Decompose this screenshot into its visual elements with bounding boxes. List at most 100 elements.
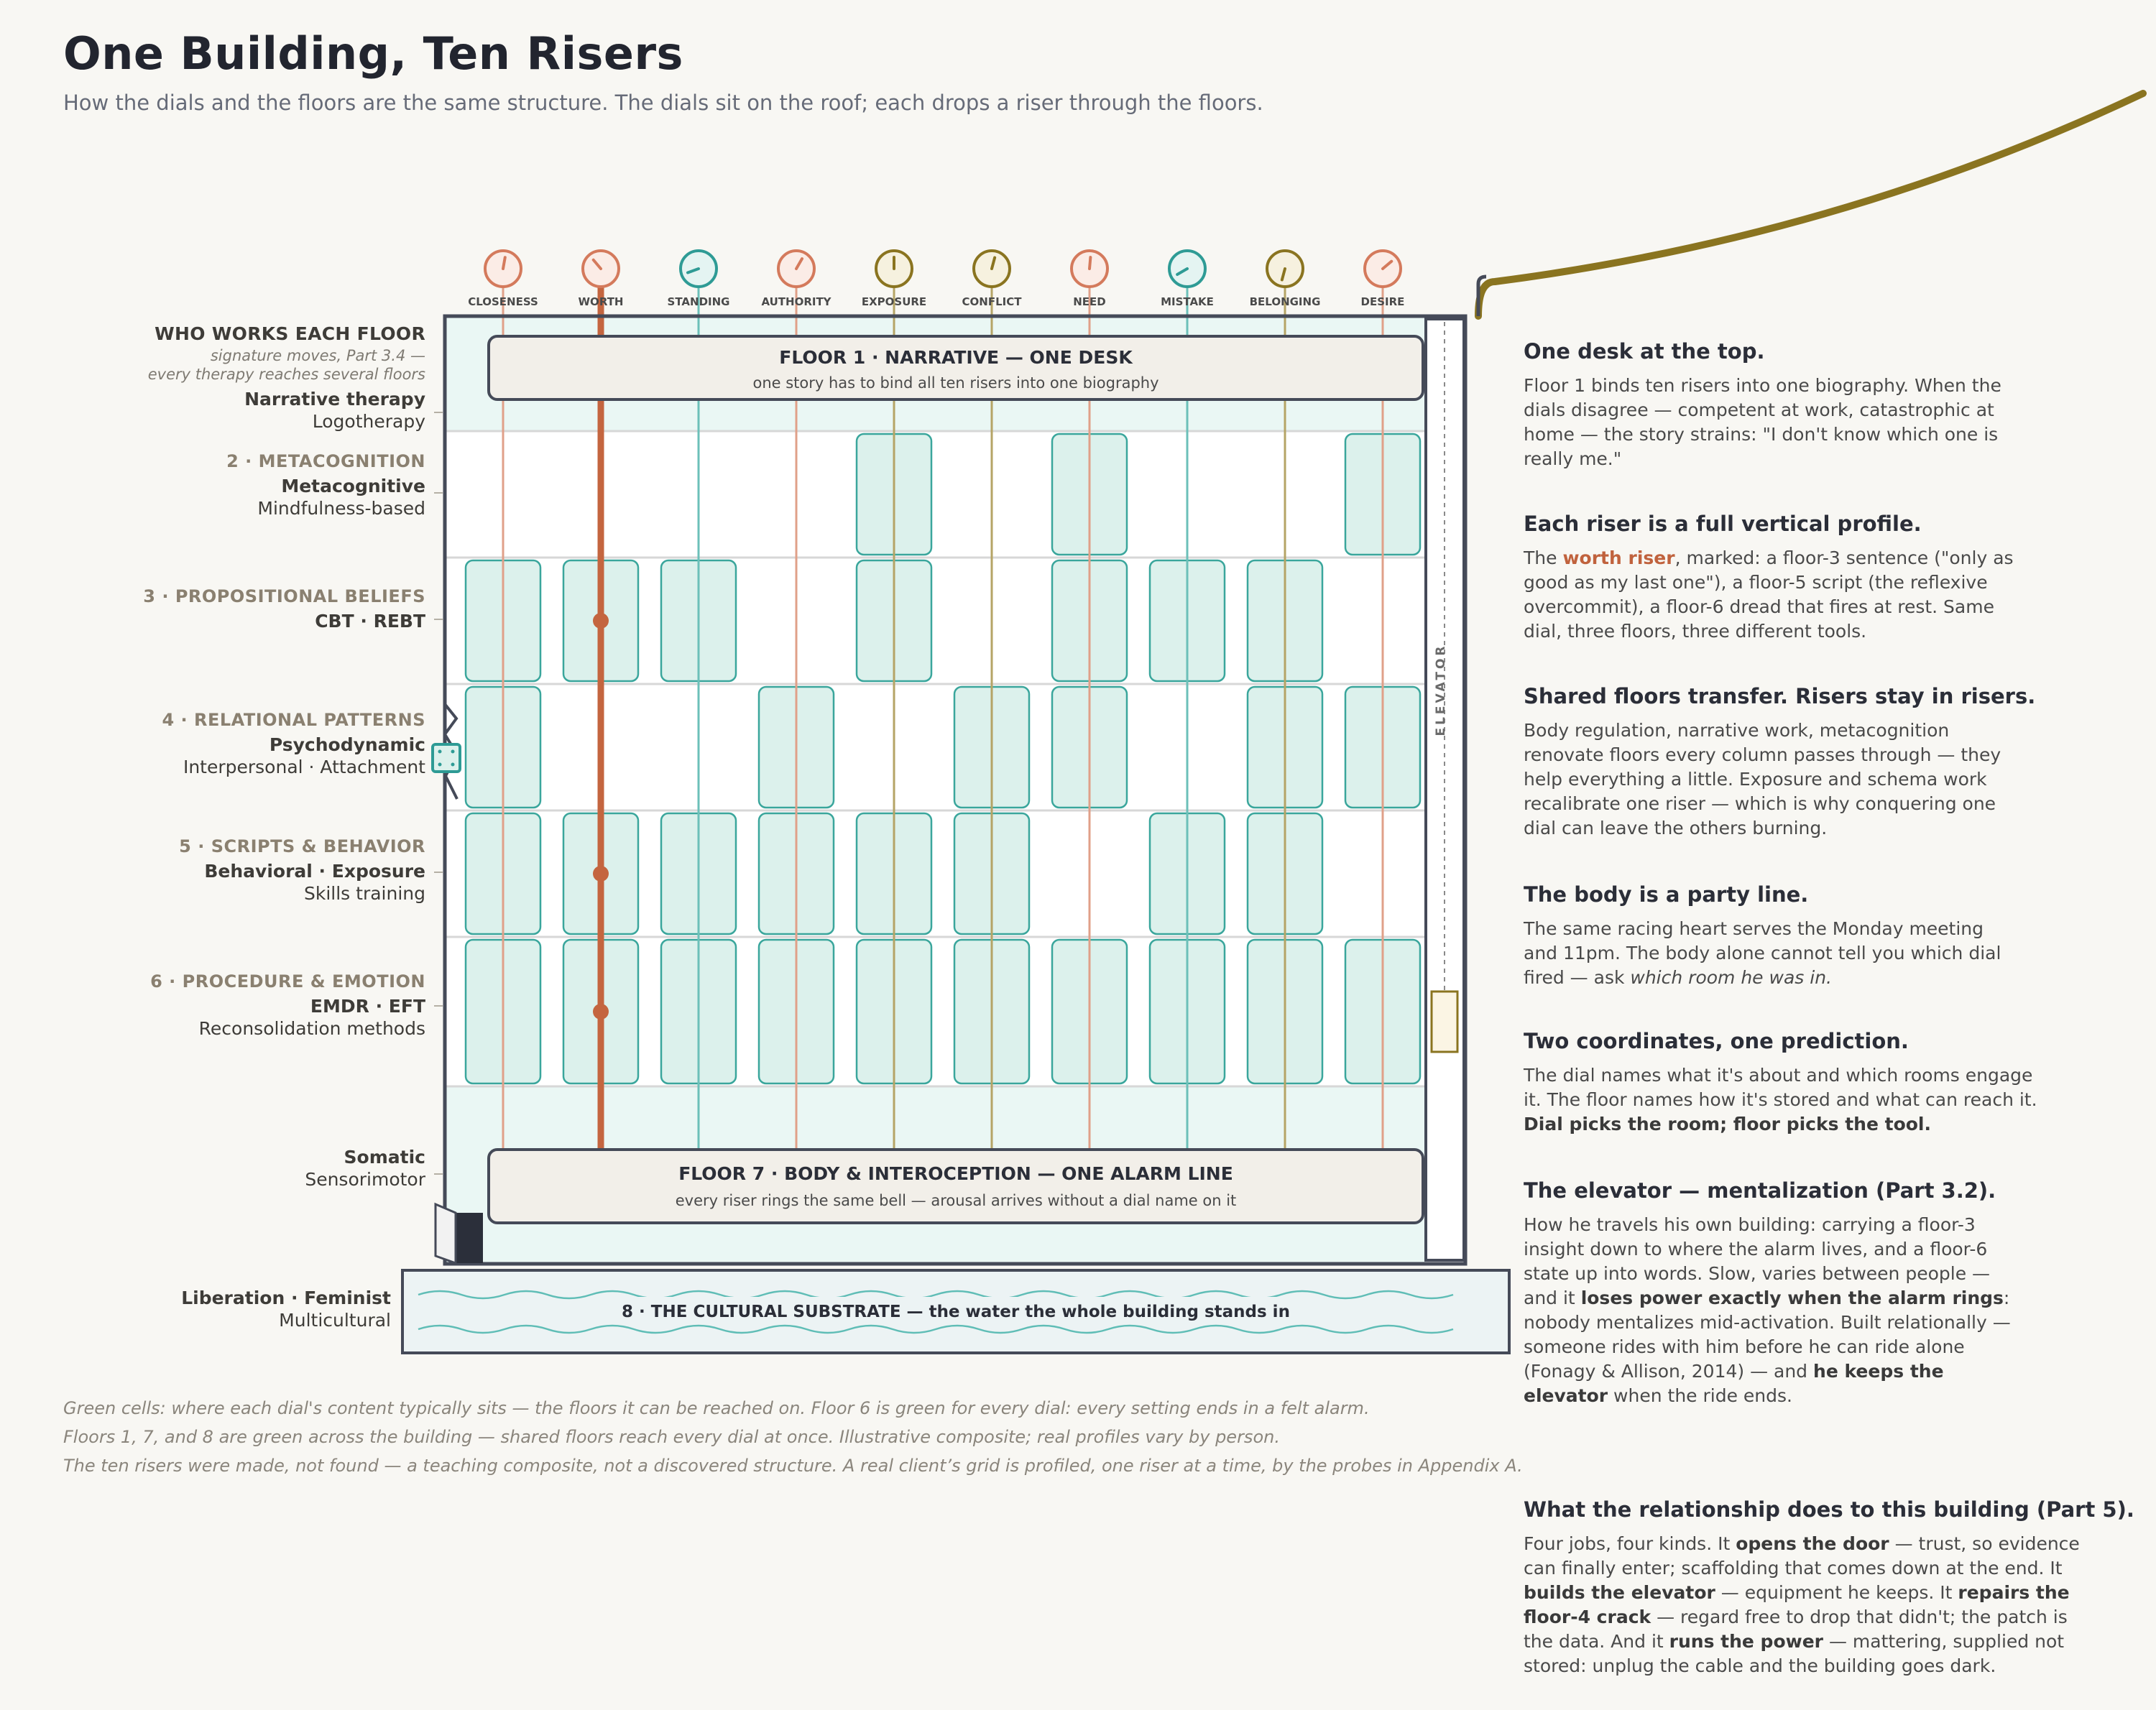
floor6-therapy-bold: EMDR · EFT [310, 996, 425, 1017]
side-note-desk: One desk at the top. Floor 1 binds ten r… [1524, 339, 2142, 471]
label-ticks [434, 412, 443, 1175]
page-title: One Building, Ten Risers [63, 27, 683, 80]
side-bold: repairs the floor-4 crack [1524, 1582, 2070, 1627]
floor2-label: 2 · METACOGNITION Metacognitive Mindfuln… [226, 451, 425, 519]
side-text: The dial names what it's about and which… [1524, 1065, 2037, 1110]
floor2-therapy-plain: Mindfulness-based [257, 498, 425, 519]
floor5-therapy-plain: Skills training [303, 883, 425, 904]
floor-dividers [445, 430, 1426, 1088]
side-text: The same racing heart serves the Monday … [1524, 918, 2001, 988]
side-text: : nobody mentalizes mid-activation. Buil… [1524, 1288, 2011, 1382]
side-heading: The body is a party line. [1524, 882, 1809, 907]
side-body: Body regulation, narrative work, metacog… [1524, 720, 2001, 838]
page-subtitle: How the dials and the floors are the sam… [63, 91, 1263, 115]
power-cable-hook [1476, 274, 1487, 316]
footer-note-3: The ten risers were made, not found — a … [63, 1456, 1523, 1476]
floor4-therapy-plain: Interpersonal · Attachment [183, 757, 425, 777]
dial-needle [795, 257, 803, 270]
side-heading: What the relationship does to this build… [1524, 1497, 2134, 1522]
floor8-therapy-bold: Liberation · Feminist [181, 1288, 391, 1308]
floor5-therapy-bold: Behavioral · Exposure [204, 861, 425, 882]
dial-needle [1176, 267, 1189, 276]
floor7-alarm-line [487, 1148, 1424, 1224]
dial-label: WORTH [579, 295, 624, 308]
elevator-label: ELEVATOR [1434, 643, 1448, 736]
floor3-label: 3 · PROPOSITIONAL BELIEFS CBT · REBT [143, 586, 425, 632]
dial-label: BELONGING [1250, 295, 1321, 308]
floor4-therapy-bold: Psychodynamic [269, 734, 425, 755]
floor1-therapy-bold: Narrative therapy [244, 389, 425, 410]
side-note-riser: Each riser is a full vertical profile. T… [1524, 512, 2142, 644]
side-heading: Two coordinates, one prediction. [1524, 1029, 1909, 1053]
dial-needle [1381, 259, 1393, 270]
patch-rivet [438, 762, 442, 767]
door-open-leaf [434, 1202, 457, 1265]
floor5-heading: 5 · SCRIPTS & BEHAVIOR [179, 836, 425, 856]
floor8-label: Liberation · Feminist Multicultural [181, 1288, 391, 1331]
dial-label: AUTHORITY [761, 295, 831, 308]
side-text: , marked: a floor-3 sentence ("only as g… [1524, 547, 2014, 642]
floor8-therapy-plain: Multicultural [279, 1310, 391, 1331]
floor1-subtitle: one story has to bind all ten risers int… [752, 374, 1158, 392]
side-bold: runs the power [1669, 1631, 1824, 1652]
patch-rivet [451, 749, 455, 754]
floor4-label: 4 · RELATIONAL PATTERNS Psychodynamic In… [162, 710, 425, 777]
side-body: The dial names what it's about and which… [1524, 1063, 2041, 1137]
floor3-therapy-bold: CBT · REBT [315, 611, 425, 632]
dial-label: DESIRE [1361, 295, 1405, 308]
water-wave [418, 1290, 1454, 1300]
side-bold: loses power exactly when the alarm rings [1580, 1288, 2004, 1308]
dial-label: MISTAKE [1161, 295, 1214, 308]
floor1-title: FLOOR 1 · NARRATIVE — ONE DESK [779, 347, 1133, 368]
side-note-elevator: The elevator — mentalization (Part 3.2).… [1524, 1178, 2142, 1408]
side-heading: One desk at the top. [1524, 339, 1765, 364]
floor6-therapy-plain: Reconsolidation methods [198, 1018, 425, 1039]
side-heading: Shared floors transfer. Risers stay in r… [1524, 684, 2036, 708]
left-label-heading: WHO WORKS EACH FLOOR signature moves, Pa… [148, 323, 425, 432]
power-cable [1475, 90, 2147, 320]
dial-needle [591, 258, 602, 270]
floor7-therapy-bold: Somatic [344, 1147, 425, 1168]
side-text: — regard free to drop that didn't; the p… [1524, 1607, 2068, 1652]
side-text: Four jobs, four kinds. It [1524, 1533, 1736, 1554]
side-note-body: The body is a party line. The same racin… [1524, 882, 2142, 990]
worth-riser-markers [593, 613, 609, 1020]
side-body: How he travels his own building: carryin… [1524, 1213, 2027, 1408]
left-note-2: every therapy reaches several floors [147, 366, 425, 383]
dial-label: EXPOSURE [862, 295, 926, 308]
side-bold: he keeps the elevator [1524, 1361, 1944, 1406]
side-bold: builds the elevator [1524, 1582, 1715, 1603]
dial-label: CLOSENESS [468, 295, 538, 308]
dial-needle [502, 256, 507, 270]
worth-marker [593, 613, 609, 629]
elevator-car [1430, 990, 1459, 1053]
dial-label: NEED [1073, 295, 1106, 308]
side-text: The [1524, 547, 1563, 568]
footer-note-1: Green cells: where each dial's content t… [63, 1398, 1370, 1418]
side-text: when the ride ends. [1608, 1385, 1792, 1406]
floor1-desk [487, 335, 1424, 401]
floor3-heading: 3 · PROPOSITIONAL BELIEFS [143, 586, 425, 606]
side-bold: Dial picks the room; floor picks the too… [1524, 1114, 1931, 1134]
floor2-heading: 2 · METACOGNITION [226, 451, 425, 471]
floor2-therapy-bold: Metacognitive [281, 476, 425, 496]
left-heading: WHO WORKS EACH FLOOR [155, 323, 425, 344]
floor6-label: 6 · PROCEDURE & EMOTION EMDR · EFT Recon… [150, 971, 425, 1039]
side-body: The same racing heart serves the Monday … [1524, 917, 2019, 990]
side-italic: which room he was in. [1630, 967, 1832, 988]
floor7-label: Somatic Sensorimotor [305, 1147, 425, 1190]
side-note-transfer: Shared floors transfer. Risers stay in r… [1524, 684, 2142, 841]
floor5-label: 5 · SCRIPTS & BEHAVIOR Behavioral · Expo… [179, 836, 425, 904]
worth-marker [593, 1004, 609, 1020]
patch-rivet [451, 762, 455, 767]
side-text: — trust, so evidence can finally enter; … [1524, 1533, 2080, 1579]
floor7-title: FLOOR 7 · BODY & INTEROCEPTION — ONE ALA… [678, 1163, 1233, 1184]
side-note-relationship: What the relationship does to this build… [1524, 1497, 2142, 1678]
footer-note-2: Floors 1, 7, and 8 are green across the … [63, 1427, 1280, 1447]
dial-needle [686, 267, 700, 274]
substrate-title: 8 · THE CULTURAL SUBSTRATE — the water t… [622, 1303, 1290, 1321]
dial-needle [1280, 267, 1286, 282]
patch-rivet [438, 749, 442, 754]
side-body: The worth riser, marked: a floor-3 sente… [1524, 546, 2019, 644]
